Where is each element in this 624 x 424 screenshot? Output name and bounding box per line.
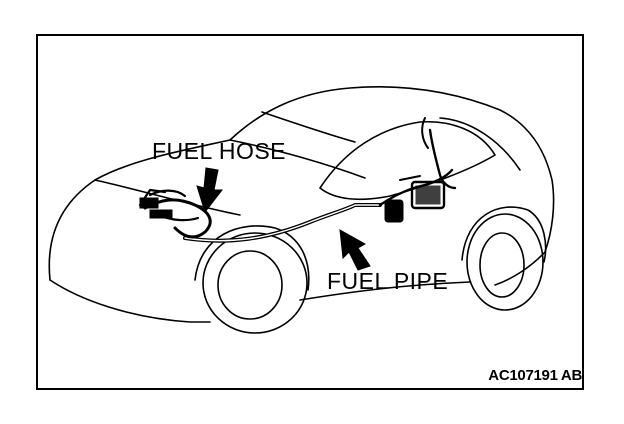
rear-glass (439, 117, 521, 171)
fuel-hose-assembly (143, 198, 212, 239)
fuel-pipe-arrow (339, 229, 371, 271)
rear-wheel-arch (461, 206, 547, 263)
roof-line (261, 111, 356, 143)
rear-wheel-hub (479, 232, 525, 298)
rear-wheel (466, 213, 544, 311)
front-wheel-hub (217, 250, 283, 320)
fuel-hose-arrow (196, 167, 224, 214)
fuel-tank-hoses (378, 168, 454, 207)
car-side-sill (299, 281, 471, 301)
car-body-outline (48, 86, 555, 286)
figure-frame (36, 34, 584, 390)
fuel-tank-unit (410, 180, 446, 210)
hood-line (94, 179, 241, 216)
front-wheel (202, 232, 308, 334)
fuel-pipe-label: FUEL PIPE (327, 268, 449, 294)
fuel-filter-canister (384, 199, 404, 223)
fuel-hose-label: FUEL HOSE (152, 138, 287, 164)
fuel-pipe-line-inner (184, 204, 381, 242)
side-window (319, 120, 496, 201)
figure-code: AC107191 AB (488, 367, 582, 384)
fuel-pipe-line (183, 203, 382, 243)
car-lower-outline (49, 279, 211, 323)
front-wheel-arch (194, 225, 310, 291)
windshield-outline (229, 139, 366, 179)
